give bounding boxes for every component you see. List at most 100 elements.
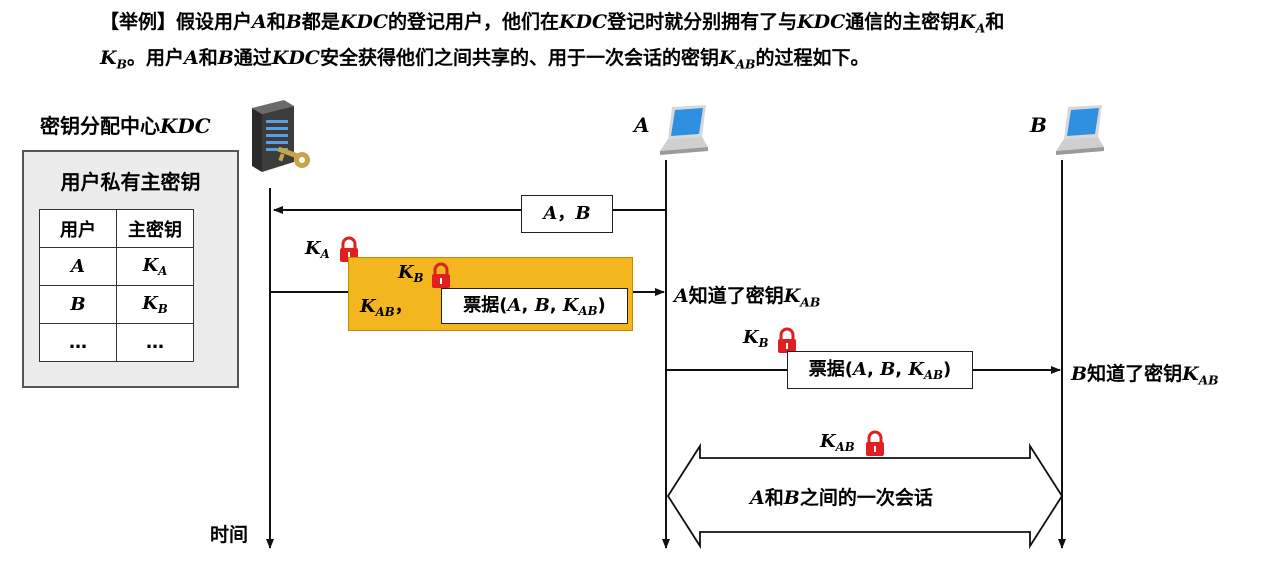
table-row: … … <box>39 323 194 362</box>
inner-key-sub: B <box>413 271 424 286</box>
heading-text: 都是 <box>301 11 340 33</box>
a-knows-label: A知道了密钥KAB <box>674 281 820 309</box>
b-knows-label: B知道了密钥KAB <box>1071 359 1219 387</box>
outer-key-k: K <box>305 238 321 259</box>
ticket-b: B <box>880 359 896 380</box>
heading-text: 的过程如下。 <box>755 47 870 70</box>
heading-var: KDC <box>559 11 608 33</box>
panel-title: 用户私有主密钥 <box>60 170 201 194</box>
heading-text: 【举例】假设用户 <box>100 11 253 33</box>
session-key-comma: ， <box>394 296 413 317</box>
ticket-a: A <box>507 295 522 316</box>
kdc-label: 密钥分配中心KDC <box>40 110 211 139</box>
server-key-icon <box>252 100 310 172</box>
cell-key: KA <box>116 247 194 286</box>
session-key-k: K <box>360 296 376 317</box>
forward-key: KB <box>743 327 769 350</box>
reply-ticket-box: 票据(A, B, KAB) <box>441 288 628 324</box>
ticket-prefix: 票据( <box>808 359 853 380</box>
reply-inner-key: KB <box>398 262 424 285</box>
inner-key-k: K <box>398 262 414 283</box>
heading-text: 和 <box>266 11 286 33</box>
heading-text: 安全获得他们之间共享的、用于一次会话的密钥 <box>319 47 719 70</box>
request-b: B <box>575 203 591 224</box>
kdc-label-text: 密钥分配中心 <box>40 114 160 138</box>
ticket-key-k: K <box>908 359 925 380</box>
heading-var: KDC <box>271 47 320 70</box>
session-a: A <box>750 487 765 509</box>
session-b: B <box>783 487 800 509</box>
forward-ticket-box: 票据(A, B, KAB) <box>787 351 973 389</box>
cell-key: KB <box>116 285 194 324</box>
heading-var-k: K <box>959 11 976 33</box>
request-sep: ， <box>557 203 576 224</box>
a-knows-a: A <box>674 285 689 307</box>
session-and: 和 <box>764 487 784 509</box>
b-knows-sub: AB <box>1198 372 1219 388</box>
heading-var: KA <box>959 11 985 35</box>
ticket-key-k: K <box>562 295 579 316</box>
heading-var: B <box>285 11 302 33</box>
lock-icon <box>866 430 884 456</box>
heading-line-1: 【举例】假设用户A和B都是KDC的登记用户，他们在KDC登记时就分别拥有了与KD… <box>100 7 1004 43</box>
heading-var: A <box>252 11 267 33</box>
heading-var-k: K <box>100 47 117 70</box>
cell-user: … <box>39 323 117 362</box>
b-knows-b: B <box>1071 363 1088 385</box>
a-knows-k: K <box>783 285 801 307</box>
session-text: 之间的一次会话 <box>799 487 933 509</box>
heading-text: 和 <box>985 11 1005 33</box>
heading-var: KAB <box>718 47 756 72</box>
heading-text: 通信的主密钥 <box>845 11 960 33</box>
lock-icon <box>432 262 450 288</box>
heading-text: 登记时就分别拥有了与 <box>607 11 798 33</box>
ticket-key-sub: AB <box>924 368 943 383</box>
a-knows-text: 知道了密钥 <box>688 285 784 307</box>
ticket-b: B <box>534 295 550 316</box>
cell-key-sub: B <box>157 302 168 317</box>
outer-key-sub: A <box>320 247 330 262</box>
laptop-b-icon <box>1056 105 1104 155</box>
heading-line-2: KB。用户A和B通过KDC安全获得他们之间共享的、用于一次会话的密钥KAB的过程… <box>100 43 1004 79</box>
forward-key-k: K <box>743 327 759 348</box>
laptop-a-icon <box>660 105 708 155</box>
heading-text: 的登记用户，他们在 <box>387 11 559 33</box>
a-knows-sub: AB <box>800 294 821 310</box>
reply-outer-key: KA <box>305 238 330 261</box>
heading-var-sub: AB <box>735 56 756 72</box>
ticket-prefix: 票据( <box>463 295 508 316</box>
table-row: A KA <box>39 247 194 286</box>
session-double-arrow <box>666 442 1064 550</box>
cell-key-k: K <box>142 254 159 276</box>
time-axis-label: 时间 <box>210 524 249 546</box>
table-header-row: 用户 主密钥 <box>39 209 194 248</box>
heading-text: 。用户 <box>126 47 184 70</box>
b-knows-k: K <box>1182 363 1199 385</box>
cell-key-k: K <box>142 292 158 314</box>
heading-text: 和 <box>198 47 218 70</box>
b-knows-text: 知道了密钥 <box>1087 363 1183 385</box>
session-key: KAB <box>820 431 855 454</box>
node-b-label: B <box>1030 113 1047 137</box>
heading-var: B <box>217 47 234 70</box>
node-a-label: A <box>634 113 650 137</box>
session-label: A和B之间的一次会话 <box>750 483 933 510</box>
request-box: A，B <box>521 195 613 233</box>
heading-var-k: K <box>718 47 736 70</box>
cell-user: A <box>39 247 117 286</box>
header-user: 用户 <box>39 209 117 248</box>
reply-session-key: KAB， <box>360 292 413 319</box>
table-row: B KB <box>39 285 194 324</box>
cell-key-k: … <box>146 332 164 353</box>
session-key-sub: AB <box>375 305 395 320</box>
ticket-suffix: ) <box>943 359 952 380</box>
session-key-k: K <box>820 431 836 452</box>
kdc-label-var: KDC <box>160 114 211 138</box>
ticket-key-sub: AB <box>578 304 598 319</box>
lock-icon <box>778 327 796 353</box>
ticket-suffix: ) <box>597 295 606 316</box>
heading-text: 通过 <box>233 47 272 70</box>
header-key: 主密钥 <box>116 209 194 248</box>
private-key-panel: 用户私有主密钥 用户 主密钥 A KA B KB … … <box>22 150 239 388</box>
